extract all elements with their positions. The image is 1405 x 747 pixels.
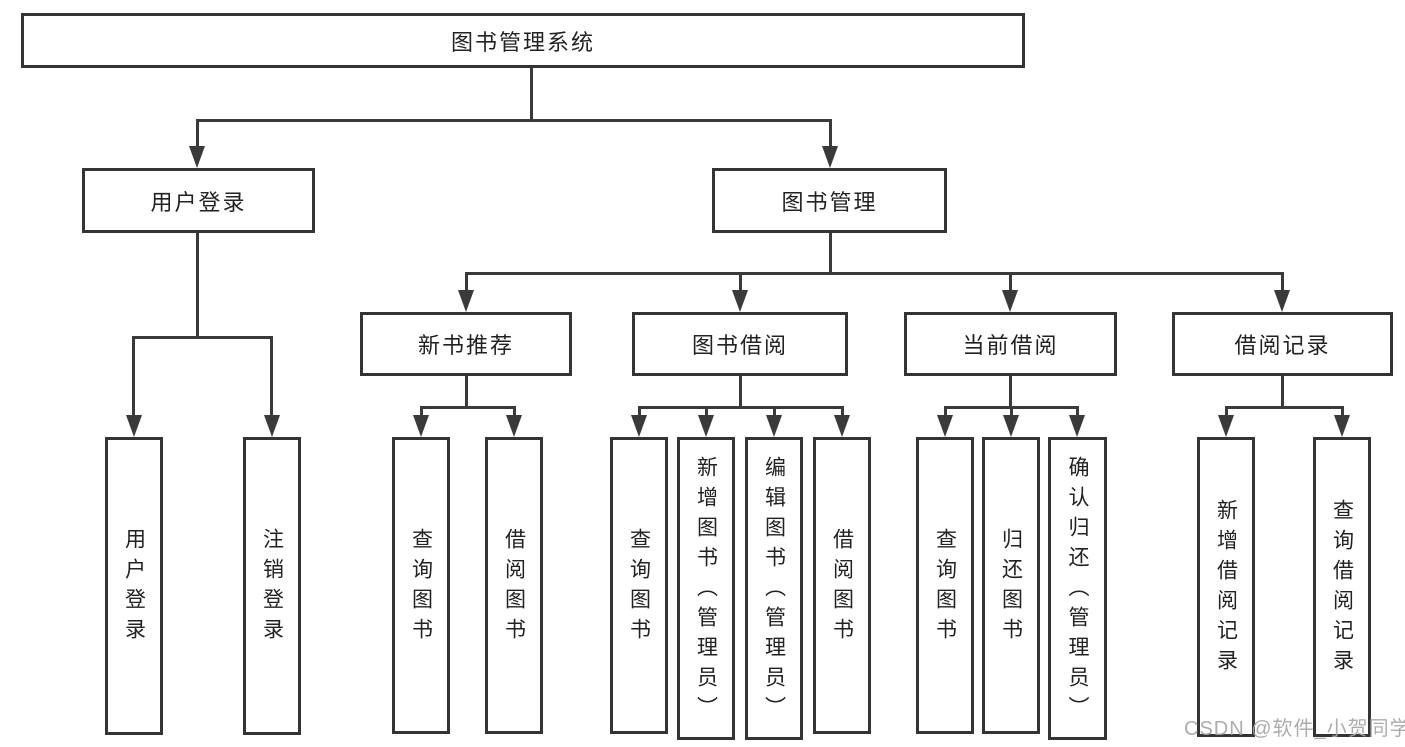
- arrow-down-leaf-icon: [631, 415, 647, 437]
- connector-leaf-stem: [705, 406, 708, 418]
- leaf-query-books-borrow: 查询图书: [610, 437, 668, 734]
- node-current-borrow-label: 当前借阅: [962, 333, 1059, 358]
- connector-user-children-hline: [132, 336, 273, 339]
- leaf-query-books-current-label: 查询图书: [933, 527, 957, 648]
- arrow-down-leaf-icon: [937, 415, 953, 437]
- connector-l3-stem: [465, 272, 468, 294]
- leaf-borrow-books-recommend: 借阅图书: [485, 437, 543, 734]
- connector-branch-hline: [638, 406, 844, 409]
- node-new-book-recommend: 新书推荐: [360, 312, 572, 376]
- node-root-label: 图书管理系统: [450, 29, 595, 55]
- connector-level3-hline: [465, 272, 1283, 275]
- connector-leaf-stem: [638, 406, 641, 418]
- arrow-down-leaf-icon: [413, 415, 429, 437]
- node-book-management: 图书管理: [712, 168, 947, 233]
- arrow-down-leaf-icon: [1003, 415, 1019, 437]
- node-book-borrow: 图书借阅: [632, 312, 848, 376]
- leaf-logout-label: 注销登录: [260, 528, 284, 648]
- connector-leaf-stem: [1341, 406, 1344, 418]
- connector-level2-hline: [196, 119, 832, 122]
- leaf-user-login-label: 用户登录: [122, 528, 146, 648]
- leaf-query-books-borrow-label: 查询图书: [627, 527, 651, 648]
- arrow-down-book-mgmt-icon: [822, 146, 838, 168]
- leaf-borrow-books-borrow: 借阅图书: [813, 437, 871, 734]
- leaf-confirm-return-admin: 确认归还（管理员）: [1048, 437, 1107, 740]
- connector-leaf-stem: [270, 336, 273, 418]
- connector-l3-stem: [1009, 272, 1012, 294]
- arrow-down-leaf-icon: [698, 415, 714, 437]
- node-new-book-recommend-label: 新书推荐: [417, 333, 514, 358]
- arrow-down-user-login-icon: [189, 146, 205, 168]
- arrow-down-l3-icon: [732, 290, 748, 312]
- connector-branch-stem: [465, 376, 468, 409]
- leaf-add-book-admin-label: 新增图书（管理员）: [694, 455, 718, 726]
- connector-branch-stem: [739, 376, 742, 409]
- connector-root-stem: [530, 68, 533, 122]
- connector-user-login-down: [196, 233, 199, 339]
- arrow-down-leaf-icon: [766, 415, 782, 437]
- node-book-management-label: 图书管理: [781, 189, 878, 215]
- arrow-down-leaf-icon: [506, 415, 522, 437]
- leaf-add-borrow-record: 新增借阅记录: [1197, 437, 1255, 737]
- connector-leaf-stem: [513, 406, 516, 418]
- node-root: 图书管理系统: [21, 13, 1025, 68]
- leaf-add-borrow-record-label: 新增借阅记录: [1214, 499, 1238, 679]
- leaf-add-book-admin: 新增图书（管理员）: [677, 437, 735, 740]
- leaf-edit-book-admin-label: 编辑图书（管理员）: [762, 455, 786, 726]
- node-borrow-records: 借阅记录: [1172, 312, 1393, 376]
- leaf-query-books-current: 查询图书: [916, 437, 974, 734]
- connector-l3-stem: [1281, 272, 1284, 294]
- arrow-down-leaf-icon: [1334, 415, 1350, 437]
- connector-branch-stem: [1281, 376, 1284, 409]
- leaf-query-books-recommend-label: 查询图书: [409, 527, 433, 648]
- connector-book-mgmt-down: [829, 233, 832, 275]
- leaf-return-book-label: 归还图书: [999, 527, 1023, 648]
- node-book-borrow-label: 图书借阅: [691, 333, 788, 358]
- node-user-login-group: 用户登录: [82, 168, 315, 233]
- connector-leaf-stem: [1076, 406, 1079, 418]
- leaf-confirm-return-admin-label: 确认归还（管理员）: [1066, 455, 1089, 726]
- connector-leaf-stem: [1010, 406, 1013, 418]
- arrow-down-l3-icon: [1274, 290, 1290, 312]
- node-user-login-group-label: 用户登录: [150, 189, 247, 215]
- connector-book-mgmt-stem: [829, 119, 832, 151]
- leaf-query-borrow-record-label: 查询借阅记录: [1330, 499, 1354, 679]
- connector-leaf-stem: [1225, 406, 1228, 418]
- arrow-down-leaf-icon: [126, 415, 142, 437]
- connector-branch-hline: [420, 406, 516, 409]
- arrow-down-l3-icon: [1002, 290, 1018, 312]
- connector-leaf-stem: [944, 406, 947, 418]
- arrow-down-leaf-icon: [1218, 415, 1234, 437]
- leaf-logout: 注销登录: [243, 437, 301, 735]
- arrow-down-leaf-icon: [834, 415, 850, 437]
- connector-leaf-stem: [132, 336, 135, 418]
- connector-l3-stem: [739, 272, 742, 294]
- connector-leaf-stem: [841, 406, 844, 418]
- connector-branch-hline: [1225, 406, 1344, 409]
- arrow-down-leaf-icon: [264, 415, 280, 437]
- csdn-watermark: CSDN @软件_小贺同学: [1184, 718, 1405, 740]
- arrow-down-l3-icon: [458, 290, 474, 312]
- leaf-borrow-books-borrow-label: 借阅图书: [830, 527, 854, 648]
- connector-leaf-stem: [773, 406, 776, 418]
- node-borrow-records-label: 借阅记录: [1234, 333, 1331, 358]
- connector-branch-stem: [1009, 376, 1012, 409]
- arrow-down-leaf-icon: [1069, 415, 1085, 437]
- leaf-borrow-books-recommend-label: 借阅图书: [502, 527, 526, 648]
- leaf-user-login: 用户登录: [105, 437, 163, 735]
- connector-leaf-stem: [420, 406, 423, 418]
- leaf-query-books-recommend: 查询图书: [392, 437, 450, 734]
- leaf-edit-book-admin: 编辑图书（管理员）: [745, 437, 803, 740]
- connector-user-login-stem: [196, 119, 199, 151]
- leaf-return-book: 归还图书: [982, 437, 1040, 734]
- node-current-borrow: 当前借阅: [904, 312, 1117, 376]
- leaf-query-borrow-record: 查询借阅记录: [1313, 437, 1371, 737]
